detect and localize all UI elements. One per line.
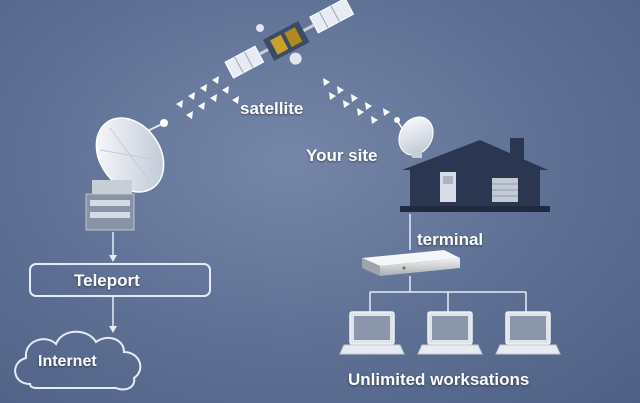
terminal-label: terminal bbox=[417, 230, 484, 249]
workstation-connectors bbox=[369, 276, 527, 312]
arrow-icon bbox=[109, 326, 117, 333]
arrow-icon bbox=[109, 255, 117, 262]
site-dish-icon bbox=[394, 116, 434, 158]
house-icon bbox=[400, 138, 550, 212]
terminal-modem-icon bbox=[362, 250, 460, 276]
laptop-icon bbox=[339, 311, 405, 355]
internet-label: Internet bbox=[38, 353, 97, 370]
your-site-label: Your site bbox=[306, 146, 378, 165]
teleport-dish-icon bbox=[85, 117, 168, 231]
laptop-icon bbox=[417, 311, 483, 355]
laptop-icon bbox=[495, 311, 561, 355]
satellite-antenna-icon bbox=[256, 24, 264, 32]
workstations-label: Unlimited worksations bbox=[348, 370, 530, 389]
cloud-icon bbox=[14, 330, 142, 391]
satellite-icon bbox=[224, 0, 355, 79]
teleport-label: Teleport bbox=[74, 271, 140, 290]
signal-arrows-right bbox=[323, 78, 390, 124]
signal-arrows-left bbox=[176, 76, 239, 119]
satellite-label: satellite bbox=[240, 99, 304, 118]
teleport-box bbox=[29, 263, 211, 297]
